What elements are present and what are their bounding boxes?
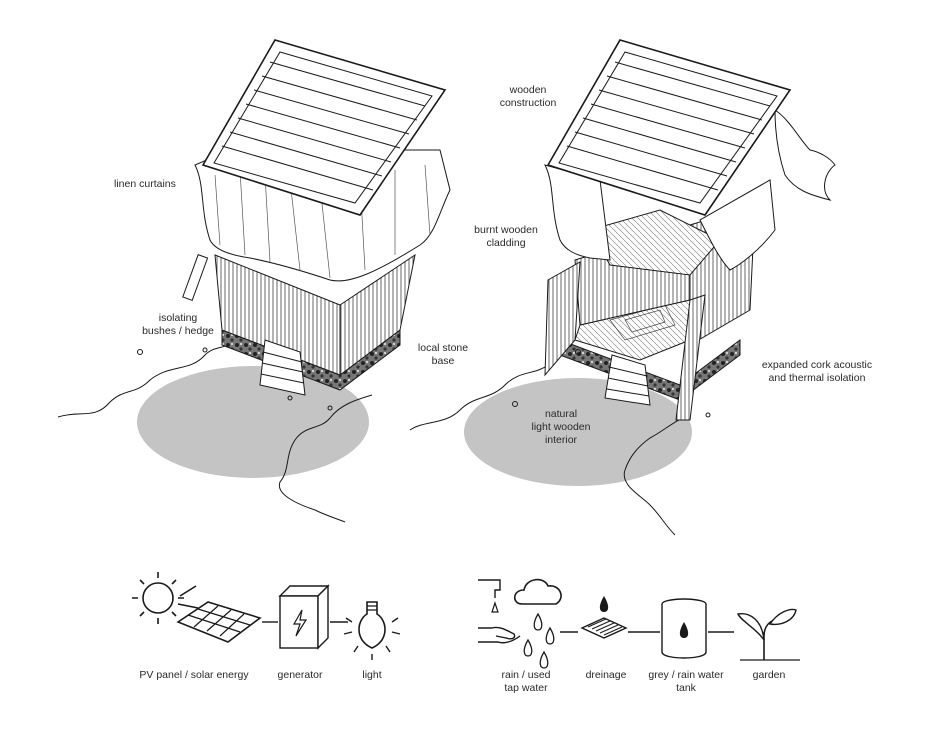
- natural-line-3: interior: [544, 434, 578, 446]
- hand-icon: [478, 626, 521, 644]
- solar-panel-icon: [176, 601, 262, 643]
- label-drainage: dreinage: [578, 669, 634, 682]
- light-bulb-icon: [343, 601, 401, 660]
- closed-hut: [57, 39, 451, 523]
- plant-icon: [736, 608, 800, 661]
- cloud-icon: [513, 578, 562, 605]
- hut-side-wall: [339, 253, 416, 376]
- label-cork-isolation: expanded cork acoustic and thermal isola…: [752, 359, 882, 385]
- terrain-line-right-2: [623, 414, 691, 536]
- open-door-right: [675, 294, 706, 421]
- raindrops-icon: [523, 612, 555, 669]
- terrain-line-left-2: [278, 394, 373, 523]
- label-natural-interior: natural light wooden interior: [520, 408, 602, 447]
- roof-left: [201, 39, 447, 216]
- generator-text: generator: [277, 669, 323, 681]
- sun-icon: [132, 572, 199, 624]
- water-chain: [478, 578, 800, 669]
- garden-text: garden: [752, 669, 786, 681]
- isolating-line-2: bushes / hedge: [142, 325, 214, 337]
- ground-shadow-left: [137, 366, 369, 478]
- stairs-right: [604, 354, 651, 406]
- natural-line-2: light wooden: [531, 421, 591, 433]
- burnt-line-1: burnt wooden: [474, 224, 538, 236]
- label-burnt-cladding: burnt wooden cladding: [466, 224, 546, 250]
- open-hut: [409, 39, 836, 536]
- label-generator: generator: [268, 669, 332, 682]
- energy-chain: [132, 572, 401, 660]
- stone-line-2: base: [431, 355, 455, 367]
- natural-line-1: natural: [544, 408, 578, 420]
- water-tank-icon: [661, 598, 707, 659]
- pv-panel-text: PV panel / solar energy: [139, 669, 249, 681]
- roof-right: [546, 39, 792, 216]
- linen-curtains-right: [544, 164, 611, 261]
- wooden-line-2: construction: [499, 97, 557, 109]
- rain-line-1: rain / used: [501, 669, 551, 681]
- label-isolating-bushes: isolating bushes / hedge: [135, 312, 221, 338]
- label-stone-base: local stone base: [408, 342, 478, 368]
- ground-shadow-right: [464, 378, 692, 486]
- tank-line-2: tank: [676, 682, 696, 694]
- label-pv-panel: PV panel / solar energy: [124, 669, 264, 682]
- label-tank: grey / rain water tank: [638, 669, 734, 695]
- label-garden: garden: [744, 669, 794, 682]
- rain-line-2: tap water: [504, 682, 548, 694]
- cork-line-2: and thermal isolation: [768, 372, 866, 384]
- light-text: light: [362, 669, 382, 681]
- drain-grate-icon: [580, 596, 628, 639]
- terrain-line-right: [409, 364, 549, 431]
- label-linen-curtains: linen curtains: [114, 178, 176, 191]
- isolating-line-1: isolating: [158, 312, 198, 324]
- label-rain-water: rain / used tap water: [490, 669, 562, 695]
- tap-icon: [478, 579, 501, 613]
- terrain-line-left: [57, 339, 236, 418]
- stone-line-1: local stone: [417, 342, 469, 354]
- cork-line-1: expanded cork acoustic: [761, 359, 873, 371]
- open-door-left: [544, 261, 581, 377]
- generator-icon: [278, 584, 330, 650]
- burnt-line-2: cladding: [486, 237, 526, 249]
- linen-curtains-text: linen curtains: [114, 178, 176, 190]
- wooden-line-1: wooden: [509, 84, 547, 96]
- label-light: light: [350, 669, 394, 682]
- label-wooden-construction: wooden construction: [488, 84, 568, 110]
- drainage-text: dreinage: [585, 669, 627, 681]
- tank-line-1: grey / rain water: [648, 669, 724, 681]
- curtain-blowing: [774, 109, 836, 201]
